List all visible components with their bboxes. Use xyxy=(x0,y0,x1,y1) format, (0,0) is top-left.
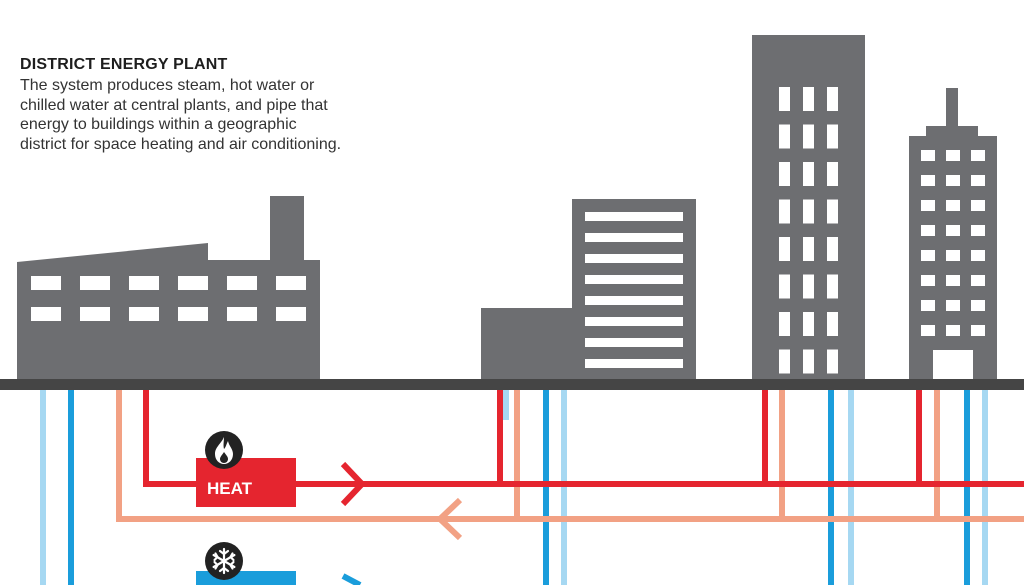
window xyxy=(803,199,814,224)
window xyxy=(921,275,935,286)
window xyxy=(971,325,985,336)
description-line: energy to buildings within a geographic xyxy=(20,116,297,133)
window xyxy=(803,312,814,336)
window xyxy=(971,150,985,161)
description-block: DISTRICT ENERGY PLANT The system produce… xyxy=(20,56,460,154)
diagram-title: DISTRICT ENERGY PLANT xyxy=(20,56,228,73)
window xyxy=(921,200,935,211)
window xyxy=(827,124,838,149)
window xyxy=(946,250,960,261)
window xyxy=(779,162,790,186)
window xyxy=(946,325,960,336)
description-line: district for space heating and air condi… xyxy=(20,135,342,153)
window xyxy=(803,87,814,111)
window xyxy=(946,300,960,311)
window xyxy=(827,312,838,336)
window xyxy=(921,250,935,261)
hot-supply-pipes xyxy=(143,388,1024,487)
window xyxy=(803,162,814,186)
snowflake-icon xyxy=(205,542,243,580)
office-building xyxy=(481,199,696,380)
plant-windows xyxy=(31,276,306,321)
window xyxy=(921,225,935,236)
window xyxy=(827,237,838,261)
window xyxy=(803,349,814,374)
window xyxy=(827,274,838,299)
office-window-bands xyxy=(585,212,683,368)
window xyxy=(779,124,790,149)
window xyxy=(921,175,935,186)
window xyxy=(946,150,960,161)
description-line: The system produces steam, hot water or xyxy=(20,77,315,94)
window xyxy=(827,162,838,186)
window xyxy=(827,199,838,224)
building-entrance xyxy=(933,350,973,380)
window xyxy=(971,275,985,286)
window xyxy=(803,237,814,261)
energy-plant-building xyxy=(17,196,320,380)
window xyxy=(921,150,935,161)
tall-tower-building xyxy=(752,35,865,380)
flame-icon xyxy=(205,431,243,469)
window xyxy=(921,325,935,336)
cold-supply-arrow xyxy=(341,573,362,585)
window xyxy=(779,312,790,336)
hot-return-pipes xyxy=(116,388,1024,522)
window xyxy=(803,124,814,149)
window xyxy=(779,199,790,224)
window xyxy=(971,225,985,236)
window xyxy=(827,87,838,111)
heat-badge: HEAT xyxy=(196,458,296,507)
window xyxy=(971,175,985,186)
window xyxy=(971,250,985,261)
pipe-network xyxy=(40,388,1024,585)
window xyxy=(921,300,935,311)
window xyxy=(803,274,814,299)
window xyxy=(946,200,960,211)
window xyxy=(946,225,960,236)
antenna-tower-building xyxy=(909,88,997,380)
window xyxy=(971,200,985,211)
window xyxy=(827,349,838,374)
window xyxy=(971,300,985,311)
window xyxy=(946,275,960,286)
description-text: The system produces steam, hot water or … xyxy=(20,76,460,154)
hot-return-arrow xyxy=(435,497,463,541)
window xyxy=(946,175,960,186)
window xyxy=(779,87,790,111)
description-line: chilled water at central plants, and pip… xyxy=(20,96,328,114)
window xyxy=(779,237,790,261)
hot-supply-arrow xyxy=(340,461,367,507)
tower-windows xyxy=(779,87,838,374)
heat-label: HEAT xyxy=(207,479,253,498)
window xyxy=(779,274,790,299)
right-tower-windows xyxy=(921,150,985,336)
ground-line xyxy=(0,379,1024,390)
window xyxy=(779,349,790,374)
buildings xyxy=(17,35,997,380)
